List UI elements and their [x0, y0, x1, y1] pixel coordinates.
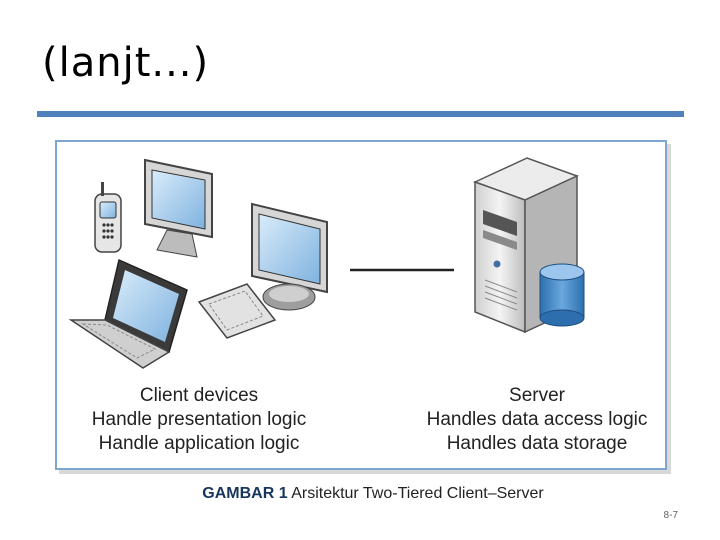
client-labels: Client devices Handle presentation logic…	[79, 384, 319, 456]
server-labels: Server Handles data access logic Handles…	[417, 384, 657, 456]
architecture-diagram	[68, 157, 585, 369]
desktop-monitor-icon	[251, 202, 328, 311]
client-line: Handle presentation logic	[91, 409, 307, 430]
figure-frame: Client devices Handle presentation logic…	[55, 140, 667, 470]
client-line: Handle application logic	[98, 433, 300, 454]
server-line: Handles data storage	[446, 433, 628, 454]
database-icon	[539, 263, 585, 327]
figure-caption-text: Arsitektur Two-Tiered Client–Server	[291, 485, 544, 502]
figure-label: GAMBAR 1	[202, 485, 288, 502]
page-number: 8-7	[663, 510, 678, 521]
desktop-monitor-icon	[144, 158, 213, 258]
title-underline-rule	[37, 111, 684, 117]
server-heading: Server	[509, 385, 565, 406]
figure-caption: GAMBAR 1 Arsitektur Two-Tiered Client–Se…	[0, 485, 720, 503]
slide-title: (lanjt...)	[42, 40, 210, 86]
laptop-icon	[68, 258, 188, 369]
cell-phone-icon	[94, 182, 122, 253]
client-heading: Client devices	[139, 385, 259, 406]
keyboard-icon	[197, 283, 277, 339]
server-line: Handles data access logic	[426, 409, 648, 430]
